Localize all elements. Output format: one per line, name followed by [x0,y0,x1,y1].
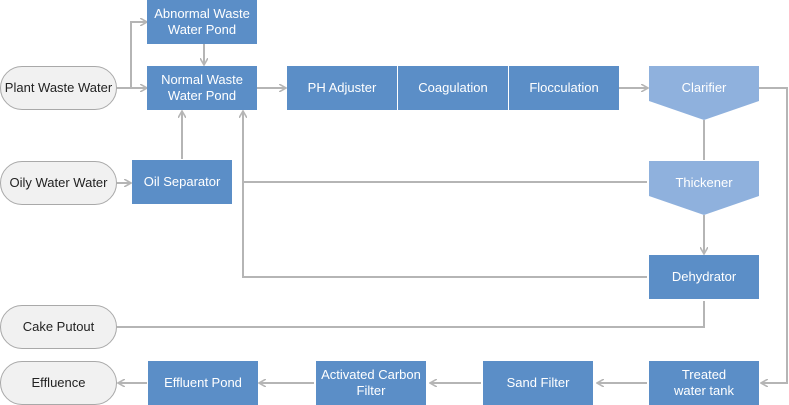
dehydrator-label: Dehydrator [671,269,737,284]
plant-waste-water-source: Plant Waste Water [0,66,117,110]
treated-water-tank: Treated water tank [649,361,759,405]
coagulation-label: Coagulation [418,80,488,95]
normal-waste-water-pond: Normal Waste Water Pond [147,66,257,110]
effluence-label: Effluence [31,375,86,390]
normal-pond-label: Normal Waste Water Pond [161,72,243,103]
sand-filter-label: Sand Filter [506,375,570,390]
abnormal-pond-label: Abnormal Waste Water Pond [154,6,250,37]
effluent-pond: Effluent Pond [148,361,258,405]
connector-dehydrator-return [243,112,647,278]
clarifier-shape [649,66,759,120]
thickener: Thickener [649,161,759,205]
ph-adjuster-label: PH Adjuster [307,80,377,95]
thickener-label: Thickener [675,175,733,190]
abnormal-waste-water-pond: Abnormal Waste Water Pond [147,0,257,44]
connector-clarifier-to-tank [759,87,788,383]
connector-dehydrator-to-cake [117,301,705,328]
flocculation-label: Flocculation [529,80,599,95]
ph-adjuster: PH Adjuster [287,66,397,110]
flocculation: Flocculation [509,66,619,110]
cake-putout-sink: Cake Putout [0,305,117,349]
treated-tank-label: Treated water tank [674,367,734,398]
dehydrator: Dehydrator [649,255,759,299]
connector-plant-to-abnormal [130,22,146,88]
oily-water-source: Oily Water Water [0,161,117,205]
plant-waste-water-label: Plant Waste Water [4,80,113,95]
coagulation: Coagulation [398,66,508,110]
oil-separator: Oil Separator [132,160,232,204]
clarifier-label: Clarifier [681,80,727,95]
sand-filter: Sand Filter [483,361,593,405]
clarifier: Clarifier [649,66,759,110]
effluent-pond-label: Effluent Pond [164,375,242,390]
cake-putout-label: Cake Putout [22,319,95,334]
carbon-filter-label: Activated Carbon Filter [321,367,421,398]
oil-separator-label: Oil Separator [143,174,221,189]
activated-carbon-filter: Activated Carbon Filter [316,361,426,405]
effluence-sink: Effluence [0,361,117,405]
oily-water-label: Oily Water Water [9,175,108,190]
thickener-shape [649,161,759,215]
